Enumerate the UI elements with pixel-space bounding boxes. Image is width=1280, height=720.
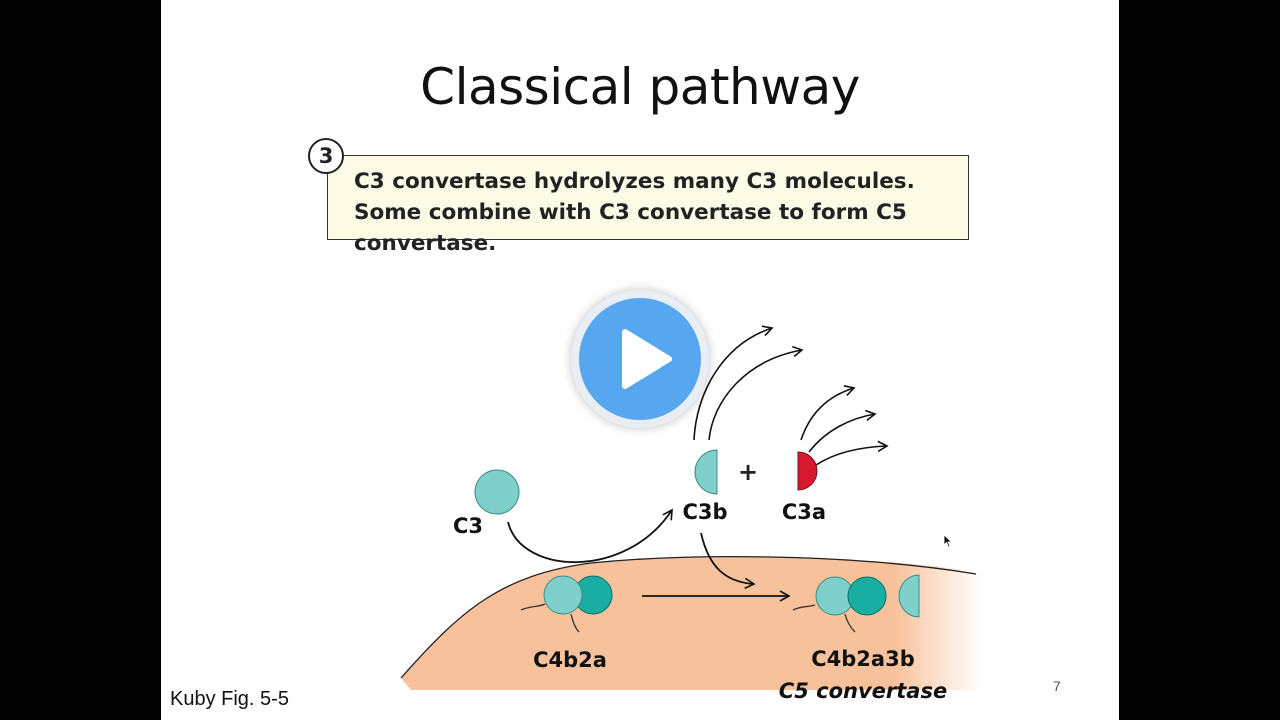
play-button-disc bbox=[579, 298, 701, 420]
pathway-diagram: + C3 C3b C3a C4b2a C4b2a3b C5 convertase bbox=[400, 325, 981, 703]
c3a-fragment bbox=[797, 451, 818, 491]
c3b-to-c4b2a3b-arrow bbox=[700, 532, 756, 590]
c4b2a3b-c2a bbox=[847, 576, 887, 616]
c3b-fragment bbox=[694, 449, 718, 495]
play-icon bbox=[622, 329, 672, 389]
page-number: 7 bbox=[1053, 678, 1061, 694]
release-arrow-1 bbox=[693, 325, 774, 441]
c4b-leg bbox=[570, 613, 580, 633]
label-c4b2a: C4b2a bbox=[533, 648, 607, 672]
step-number-badge: 3 bbox=[308, 138, 344, 174]
c3-molecule bbox=[474, 469, 520, 515]
video-play-button[interactable] bbox=[571, 290, 709, 428]
figure-caption: Kuby Fig. 5-5 bbox=[170, 688, 289, 710]
callout-text: C3 convertase hydrolyzes many C3 molecul… bbox=[354, 169, 915, 256]
c4b-subunit bbox=[543, 575, 583, 615]
label-c3b: C3b bbox=[682, 500, 727, 524]
c4b2a3b-anchor bbox=[792, 604, 816, 611]
release-arrow-3 bbox=[800, 385, 856, 441]
callout-box: C3 convertase hydrolyzes many C3 molecul… bbox=[327, 155, 969, 256]
label-c5-convertase: C5 convertase bbox=[779, 679, 947, 703]
label-c3: C3 bbox=[453, 514, 483, 538]
release-arrow-2 bbox=[708, 345, 804, 441]
cell-membrane-edge bbox=[400, 555, 977, 679]
release-arrow-5 bbox=[815, 440, 889, 466]
label-c4b2a3b: C4b2a3b bbox=[811, 647, 914, 671]
slide: Classical pathway C3 convertase hydrolyz… bbox=[161, 0, 1119, 720]
mouse-cursor-icon bbox=[943, 534, 953, 548]
slide-title: Classical pathway bbox=[420, 58, 860, 116]
plus-sign: + bbox=[738, 458, 758, 486]
c4b2a3b-leg bbox=[844, 613, 856, 633]
c4b-anchor bbox=[520, 603, 546, 611]
c3-arrow bbox=[507, 508, 673, 564]
label-c3a: C3a bbox=[782, 500, 826, 524]
release-arrow-4 bbox=[808, 409, 877, 453]
c4b2a3b-c3b bbox=[898, 574, 920, 618]
